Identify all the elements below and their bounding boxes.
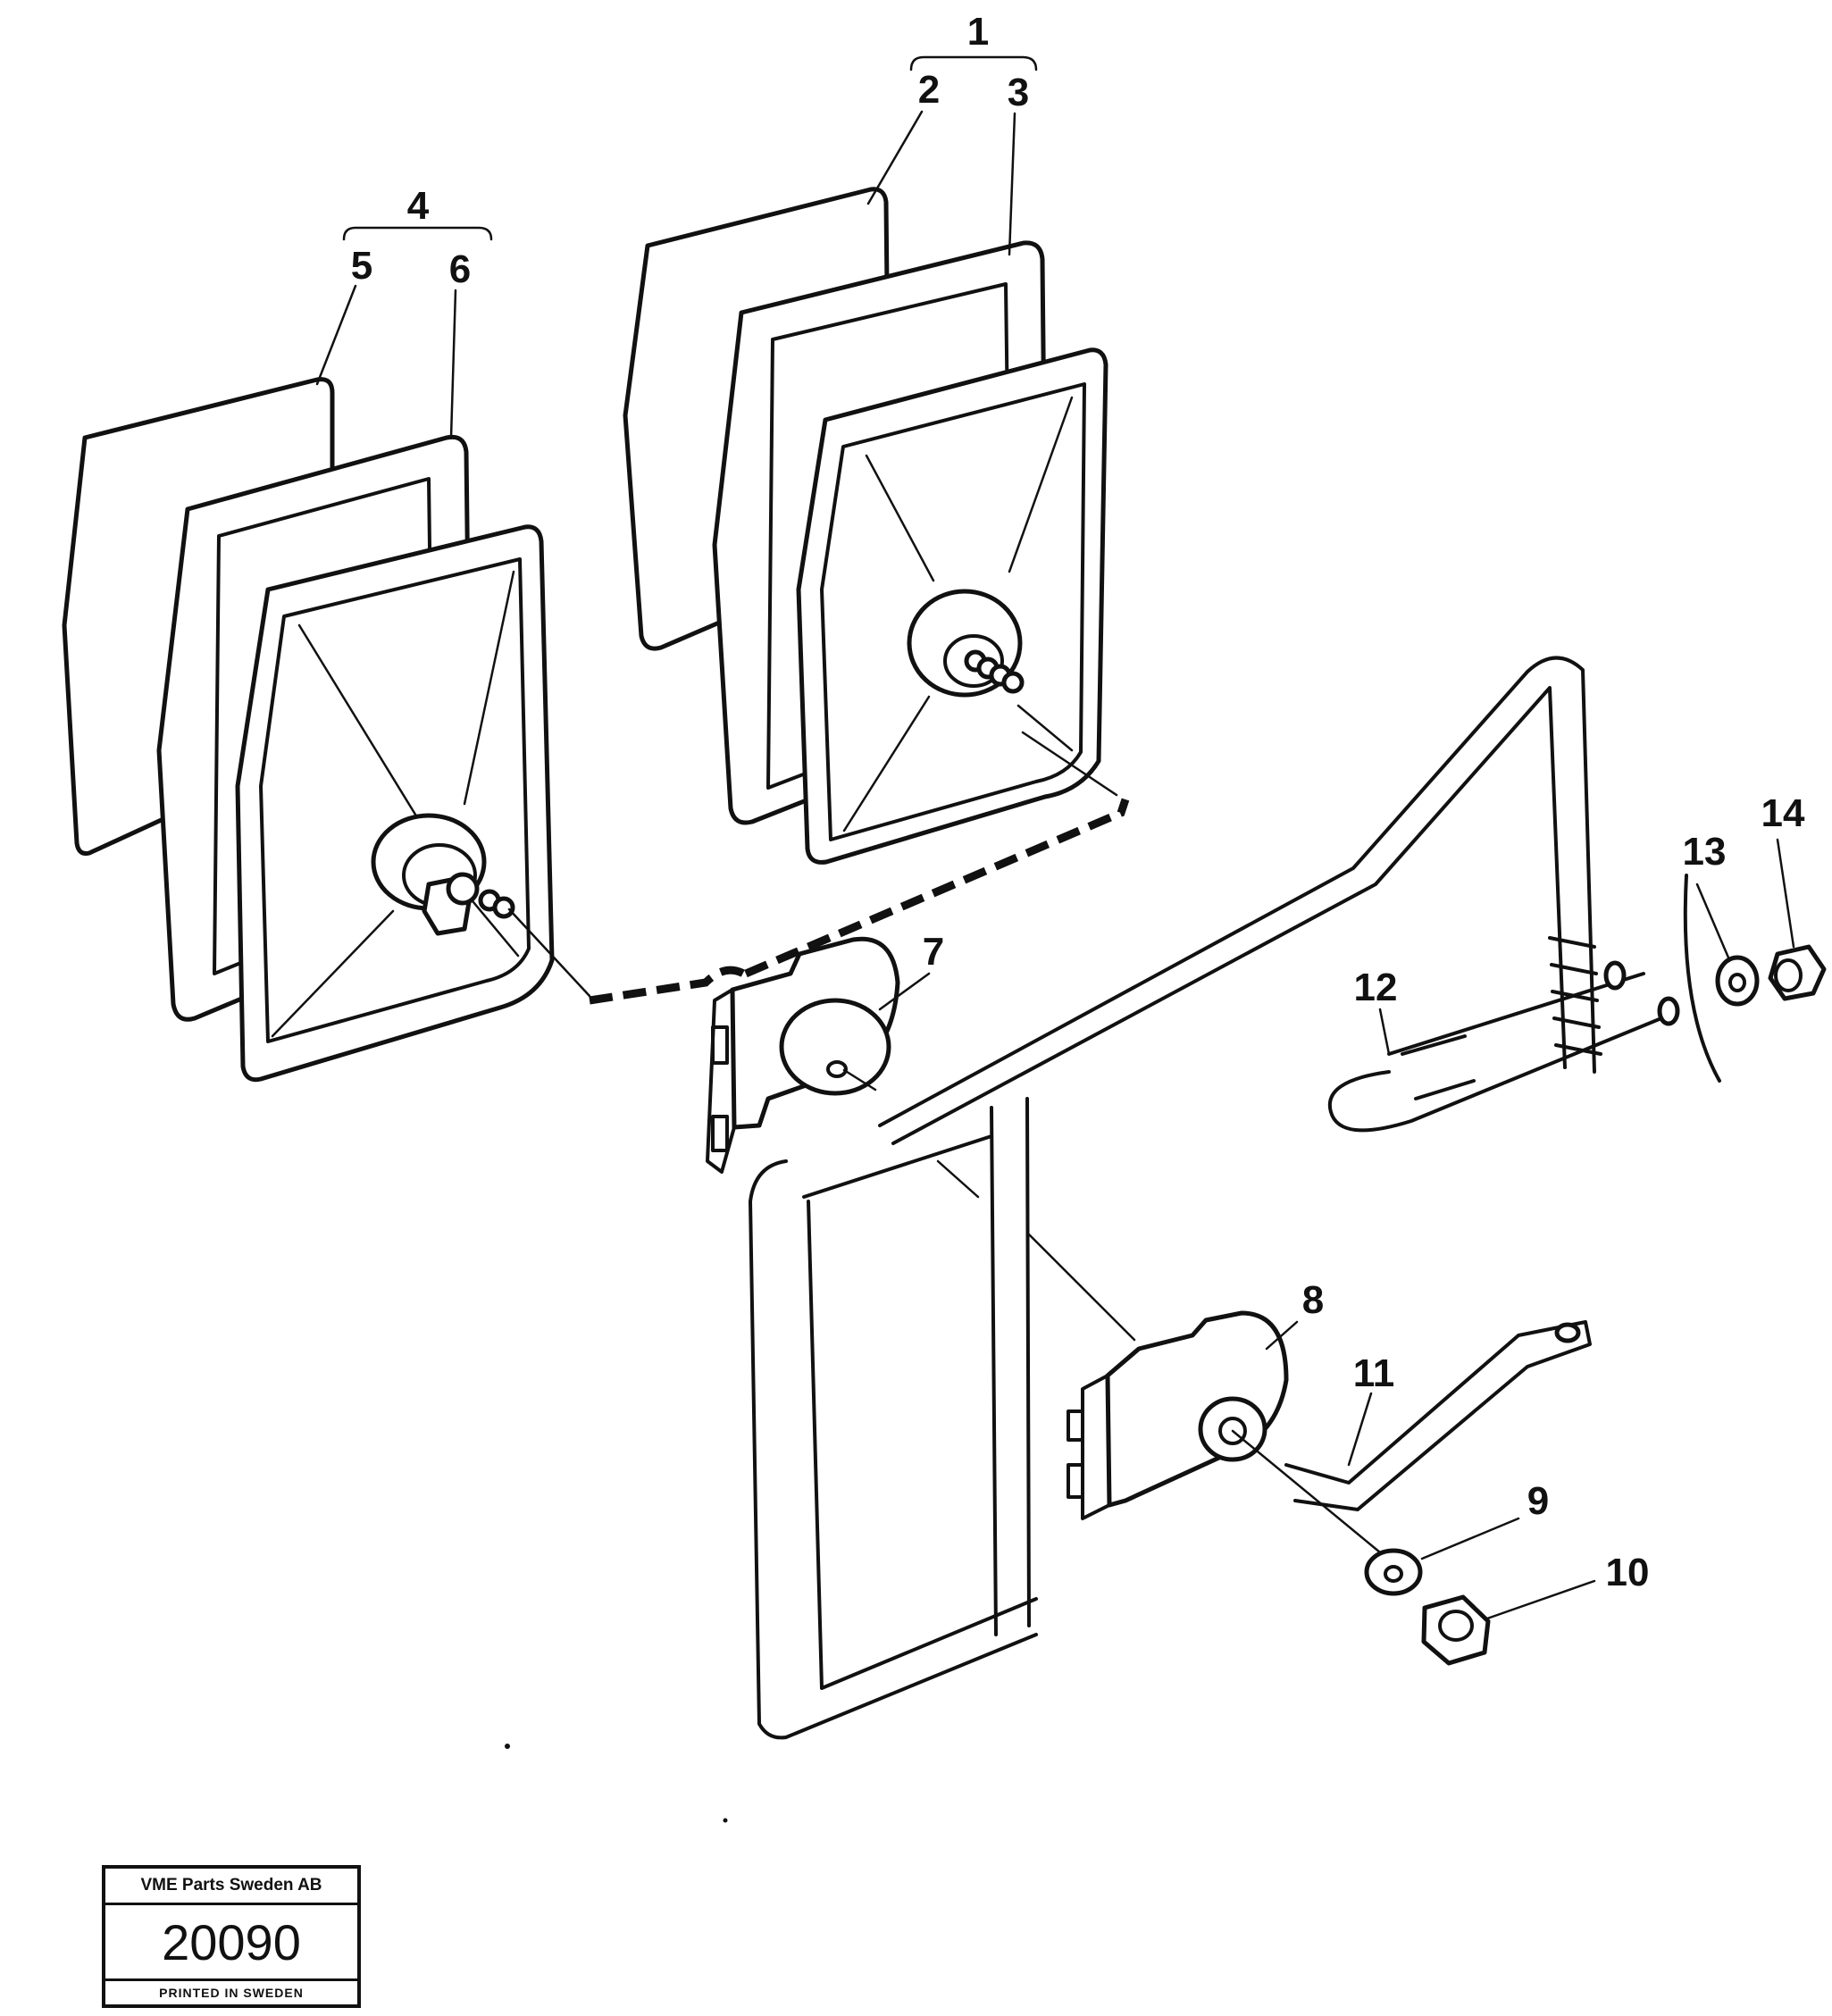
callout-13: 13	[1683, 830, 1727, 874]
u-bolt	[1327, 874, 1721, 1133]
washer-13	[1715, 955, 1760, 1007]
callout-6: 6	[449, 247, 471, 291]
callout-9: 9	[1527, 1479, 1549, 1523]
nut-10	[1421, 1594, 1491, 1666]
stamp-printed: PRINTED IN SWEDEN	[105, 1978, 357, 2004]
assembly-dashed-lines	[507, 731, 1130, 1005]
mirror-assembly-left	[62, 377, 555, 1083]
stay-bar	[1284, 1320, 1592, 1511]
bracket-lower	[1067, 1310, 1382, 1554]
nut-14	[1768, 944, 1827, 1001]
callout-14: 14	[1761, 791, 1805, 835]
bracket-upper	[706, 936, 900, 1174]
callout-8: 8	[1302, 1278, 1324, 1322]
callout-11: 11	[1353, 1351, 1395, 1395]
callout-3: 3	[1008, 71, 1029, 114]
callout-10: 10	[1606, 1551, 1650, 1594]
parts-stamp: VME Parts Sweden AB 20090 PRINTED IN SWE…	[102, 1865, 361, 2008]
callout-1: 1	[967, 10, 989, 54]
callout-2: 2	[918, 68, 940, 112]
mirror-assembly-right	[623, 187, 1108, 865]
stamp-company: VME Parts Sweden AB	[105, 1869, 357, 1905]
callout-5: 5	[351, 244, 372, 288]
washer-9	[1364, 1548, 1423, 1596]
callout-numbers: 1 2 3 4 5 6 7 8 9 10 11 12 13 14	[351, 10, 1805, 1594]
callout-12: 12	[1354, 966, 1398, 1009]
mirror-housing-left	[235, 524, 555, 1083]
stamp-number: 20090	[162, 1914, 301, 1970]
callout-7: 7	[923, 930, 944, 974]
callout-leaders	[315, 55, 1795, 1620]
callout-4: 4	[407, 184, 430, 228]
